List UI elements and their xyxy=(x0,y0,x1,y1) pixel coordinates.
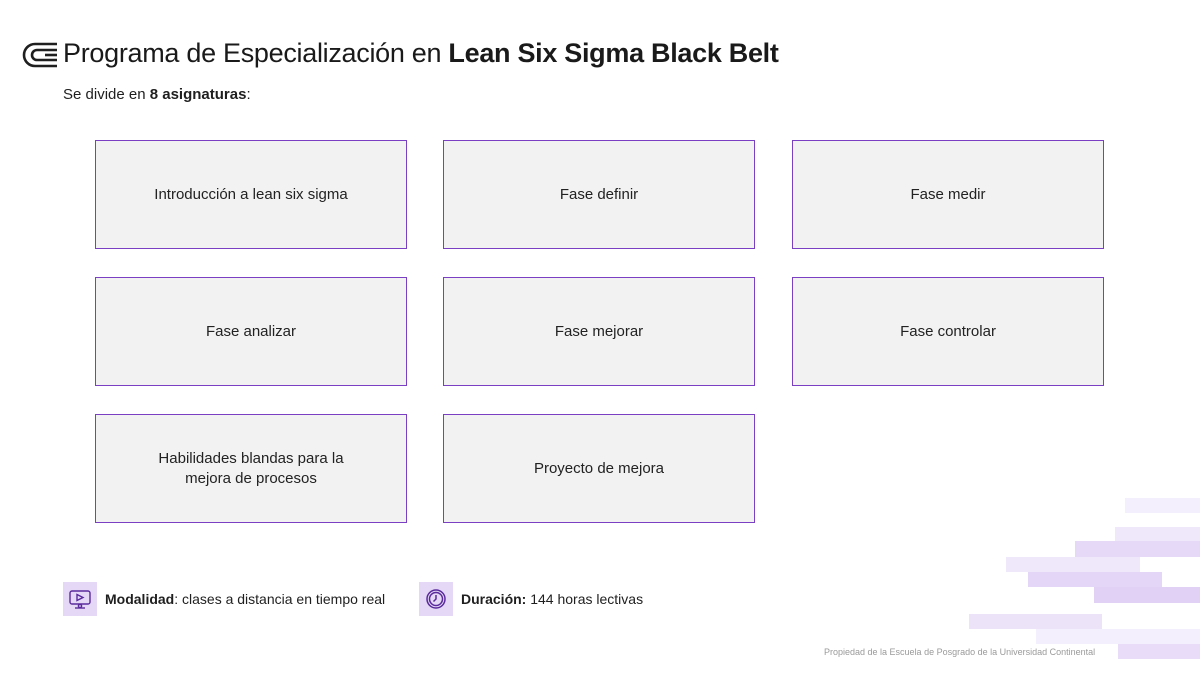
module-label: Fase definir xyxy=(559,185,639,203)
footer-copyright: Propiedad de la Escuela de Posgrado de l… xyxy=(824,647,1096,657)
module-card: Fase medir xyxy=(792,140,1104,249)
module-label: Proyecto de mejora xyxy=(533,459,665,477)
duracion-value: 144 horas lectivas xyxy=(526,591,644,607)
page-title: Programa de Especialización en Lean Six … xyxy=(63,38,779,68)
module-label: Fase medir xyxy=(910,185,986,203)
module-card: Proyecto de mejora xyxy=(443,414,755,523)
module-label: Fase mejorar xyxy=(554,322,644,340)
module-label: Habilidades blandas para la mejora de pr… xyxy=(158,449,344,487)
module-card: Introducción a lean six sigma xyxy=(95,140,407,249)
modalidad-label: Modalidad xyxy=(105,591,175,607)
module-label: Introducción a lean six sigma xyxy=(154,185,348,203)
module-label: Fase analizar xyxy=(205,322,297,340)
module-card: Fase definir xyxy=(443,140,755,249)
subtitle: Se divide en 8 asignaturas: xyxy=(63,86,251,103)
duracion-label: Duración: xyxy=(461,591,527,607)
module-label: Fase controlar xyxy=(900,322,996,340)
module-card: Habilidades blandas para la mejora de pr… xyxy=(95,414,407,523)
module-card: Fase mejorar xyxy=(443,277,755,386)
module-card: Fase controlar xyxy=(792,277,1104,386)
brand-logo-icon xyxy=(22,42,57,68)
modalidad-info: Modalidad: clases a distancia en tiempo … xyxy=(63,582,385,616)
duracion-info: Duración: 144 horas lectivas xyxy=(419,582,643,616)
video-class-icon xyxy=(63,582,97,616)
module-card: Fase analizar xyxy=(95,277,407,386)
modalidad-value: : clases a distancia en tiempo real xyxy=(174,591,386,607)
clock-icon xyxy=(419,582,453,616)
